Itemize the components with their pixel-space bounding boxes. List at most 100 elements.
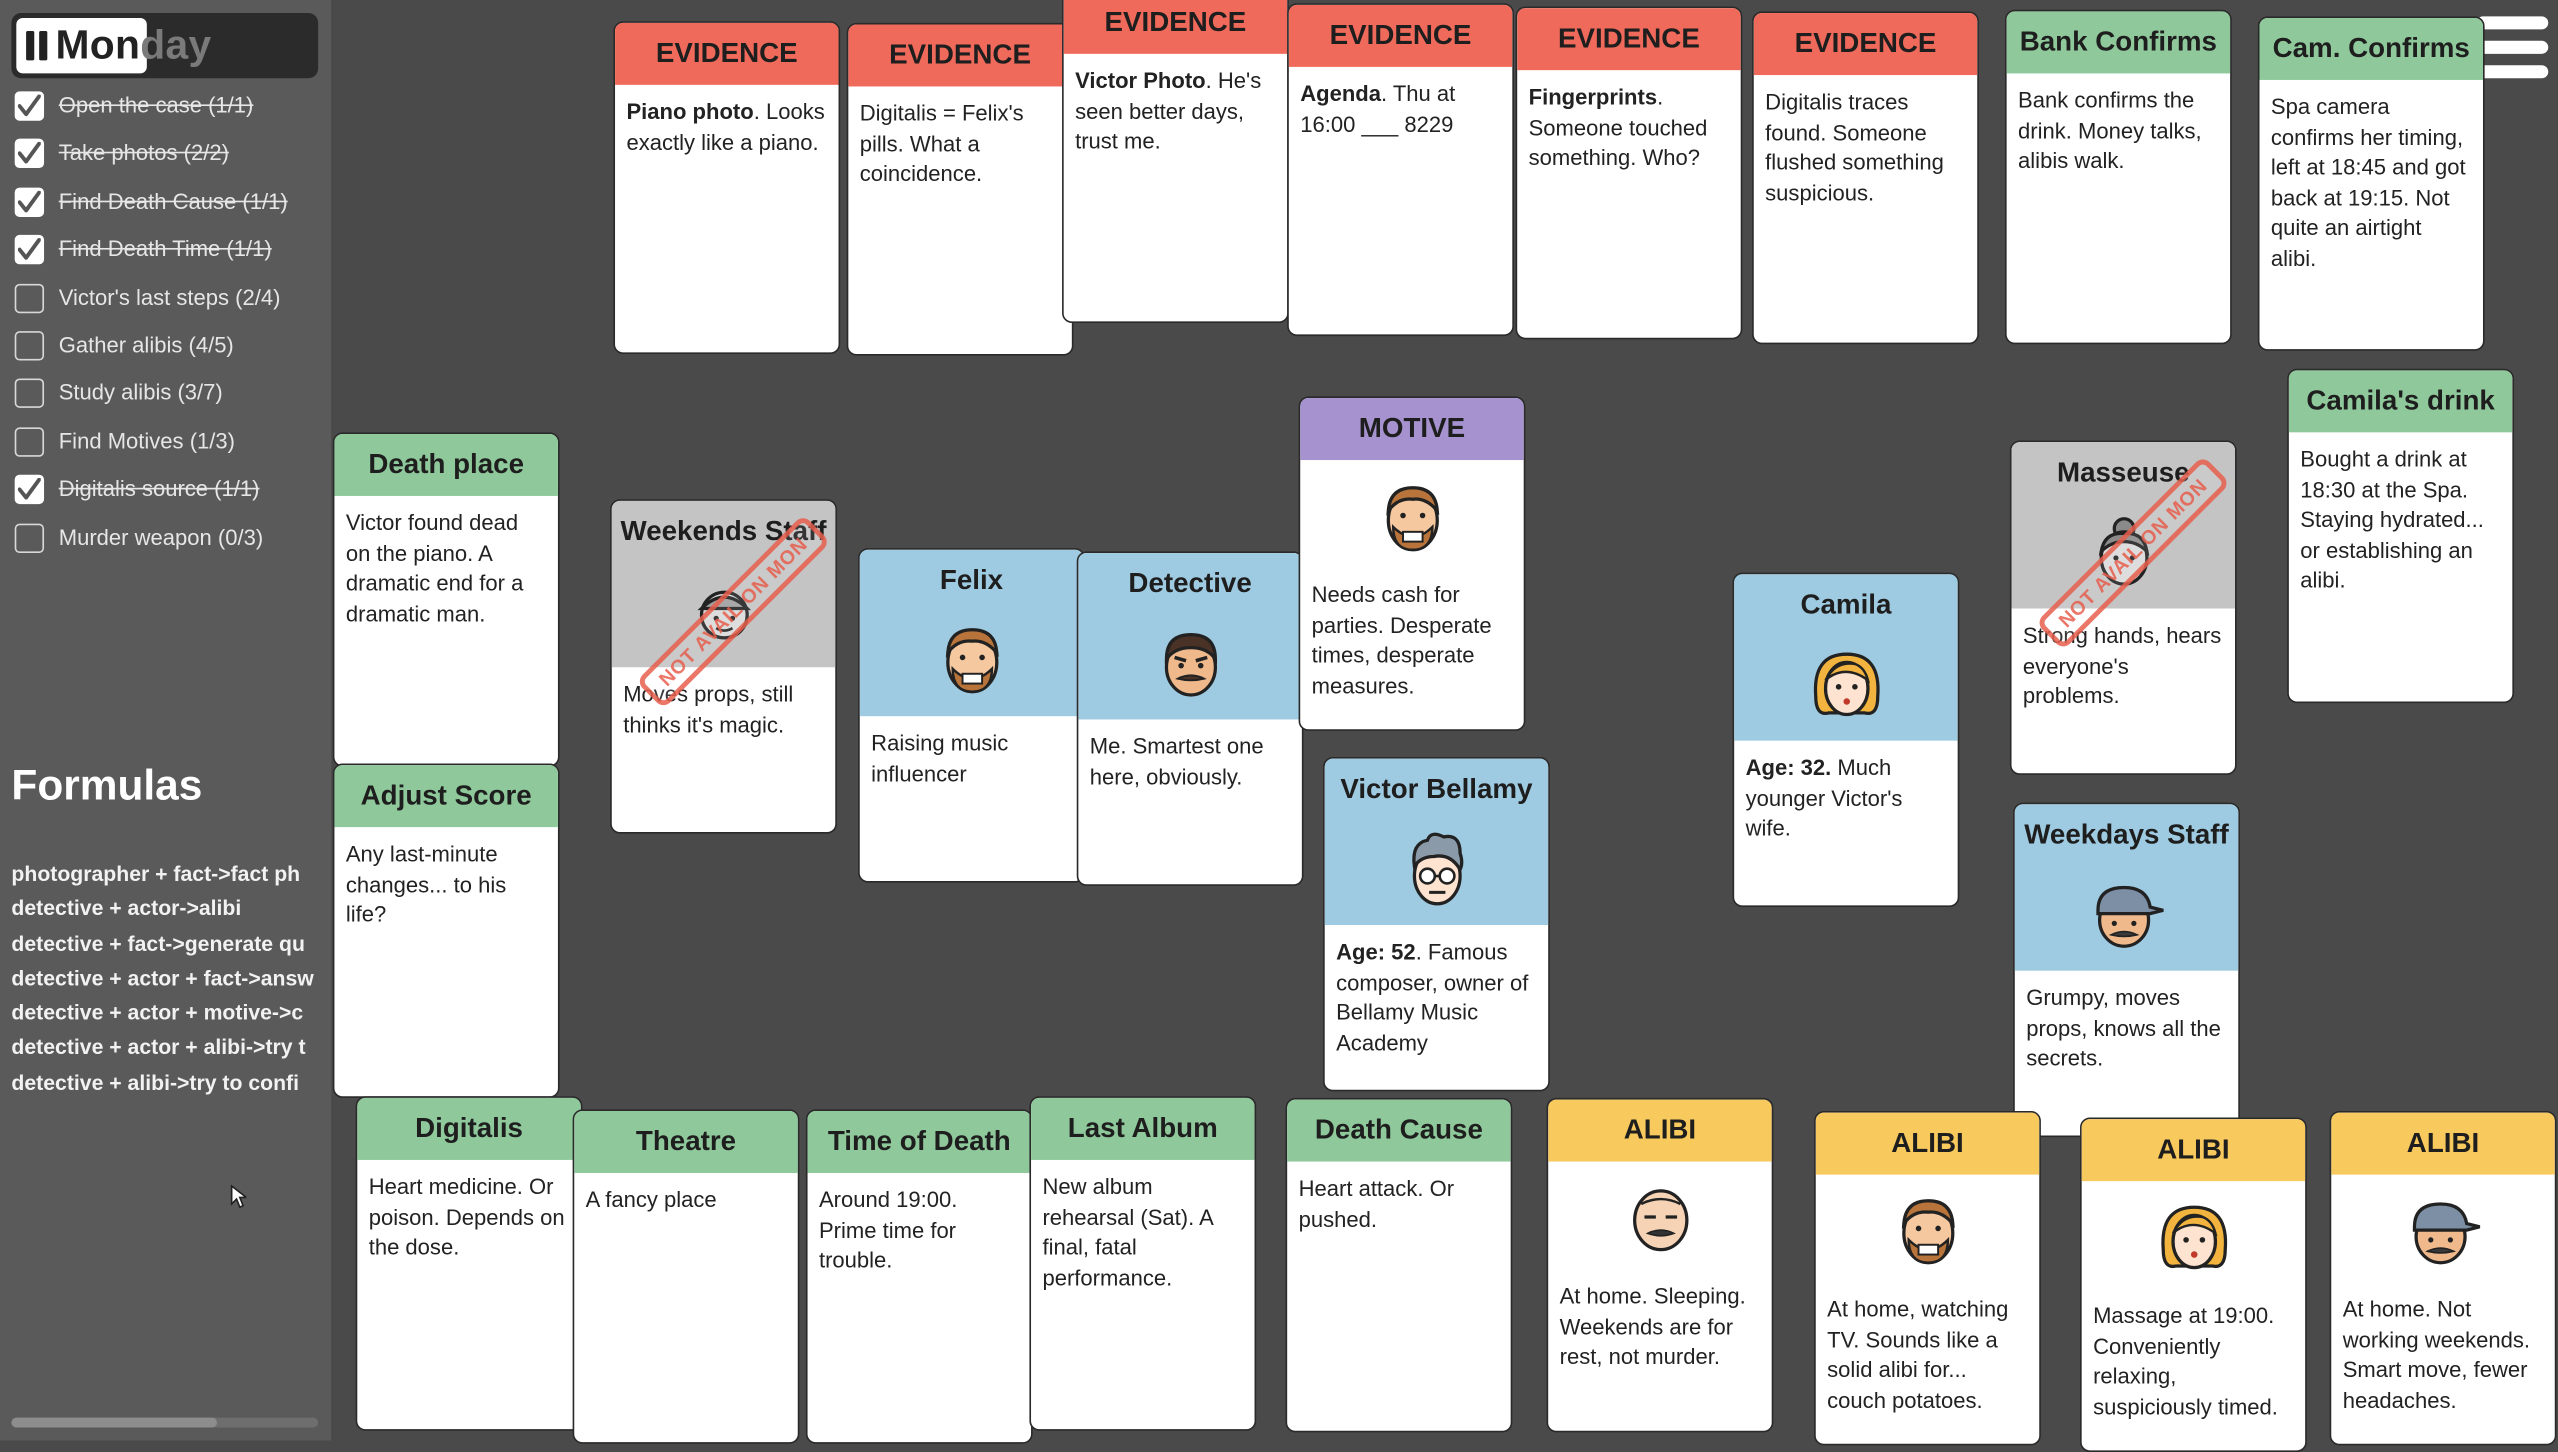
objective-item[interactable]: Find Death Cause (1/1) [14, 186, 325, 234]
card-text-bold: Piano photo [626, 99, 754, 124]
character-card-weekdays-staff[interactable]: Weekdays Staff Grumpy, moves props, know… [2013, 802, 2240, 1138]
card-title: Felix [939, 564, 1004, 596]
objective-item[interactable]: Digitalis source (1/1) [14, 473, 325, 521]
character-card-victor-bellamy[interactable]: Victor Bellamy Age: 52. Famous composer,… [1323, 756, 1550, 1092]
detective-portrait-icon [1078, 615, 1302, 713]
card-text: Moves props, still thinks it's magic. [623, 681, 794, 737]
masseuse-portrait-icon [2012, 504, 2236, 602]
card-portrait-area: Felix [859, 549, 1084, 717]
checkbox-unchecked[interactable] [14, 283, 45, 313]
character-card-masseuse[interactable]: Masseuse Strong hands, hears everyone's … [2009, 440, 2237, 775]
card-text: Heart medicine. Or poison. Depends on th… [368, 1174, 565, 1260]
card-text-bold: Fingerprints [1528, 84, 1658, 110]
fact-card-digitalis[interactable]: Digitalis Heart medicine. Or poison. Dep… [355, 1096, 583, 1431]
card-text: Me. Smartest one here, obviously. [1089, 734, 1264, 789]
card-portrait-area: Detective [1078, 553, 1302, 720]
fact-card-adjust-score[interactable]: Adjust Score Any last-minute changes... … [332, 763, 560, 1098]
character-card-camila[interactable]: Camila Age: 32. Much younger Victor's wi… [1732, 572, 1960, 908]
checkbox-checked[interactable] [14, 474, 45, 505]
card-text: Piano photo. Looks exactly like a piano. [615, 85, 839, 172]
card-text: New album rehearsal (Sat). A final, fata… [1042, 1174, 1213, 1291]
card-text: Grumpy, moves props, knows all the secre… [2026, 985, 2221, 1071]
fact-card-camilas-drink[interactable]: Camila's drink Bought a drink at 18:30 a… [2287, 368, 2514, 704]
alibi-card-weekdays-staff[interactable]: ALIBI At home. Not working weekends. Sma… [2329, 1110, 2557, 1446]
pause-icon[interactable] [26, 30, 49, 61]
formula-item: detective + actor + motive->c [11, 1000, 304, 1025]
objective-item[interactable]: Victor's last steps (2/4) [14, 282, 325, 330]
checkbox-checked[interactable] [14, 139, 45, 169]
evidence-card-digitalis-traces[interactable]: EVIDENCE Digitalis traces found. Someone… [1752, 11, 1979, 345]
card-portrait-area: Camila [1734, 574, 1958, 741]
card-text: Age: 32. Much younger Victor's wife. [1734, 741, 1958, 858]
evidence-card-agenda[interactable]: EVIDENCE Agenda. Thu at 16:00 ___ 8229 [1287, 3, 1514, 337]
checkbox-unchecked[interactable] [14, 331, 45, 361]
sidebar-scrollbar[interactable] [11, 1417, 319, 1428]
fact-card-last-album[interactable]: Last Album New album rehearsal (Sat). A … [1029, 1096, 1257, 1431]
checkmark-icon [17, 190, 41, 213]
evidence-card-fingerprints[interactable]: EVIDENCE Fingerprints. Someone touched s… [1515, 6, 1743, 340]
checkbox-unchecked[interactable] [14, 379, 45, 409]
objective-item[interactable]: Murder weapon (0/3) [14, 521, 325, 569]
card-text: Fingerprints. Someone touched something.… [1517, 70, 1741, 187]
card-text: Spa camera confirms her timing, left at … [2270, 94, 2466, 271]
card-text-bold: Age: 52 [1336, 939, 1416, 965]
fact-card-cam-confirms[interactable]: Cam. Confirms Spa camera confirms her ti… [2257, 16, 2485, 351]
card-text-bold: Agenda [1300, 81, 1382, 107]
checkbox-unchecked[interactable] [14, 522, 45, 553]
checkbox-checked[interactable] [14, 91, 45, 121]
fact-card-time-of-death[interactable]: Time of Death Around 19:00. Prime time f… [805, 1109, 1033, 1444]
card-text: Any last-minute changes... to his life? [345, 841, 507, 927]
card-text-rest: . Someone touched something. Who? [1528, 84, 1708, 170]
day-toggle[interactable]: Monday [11, 13, 319, 79]
card-title: EVIDENCE [1517, 8, 1741, 71]
alibi-card-felix[interactable]: ALIBI At home, watching TV. Sounds like … [1814, 1110, 2041, 1446]
staff-portrait-icon [2015, 866, 2239, 964]
objective-item[interactable]: Find Death Time (1/1) [14, 234, 325, 282]
evidence-card-piano-photo[interactable]: EVIDENCE Piano photo. Looks exactly like… [613, 21, 841, 355]
card-text: Digitalis = Felix's pills. What a coinci… [859, 101, 1024, 187]
card-title: EVIDENCE [1288, 4, 1513, 67]
checkbox-checked[interactable] [14, 235, 45, 265]
card-title: Weekdays Staff [2024, 818, 2229, 850]
character-card-detective[interactable]: Detective Me. Smartest one here, obvious… [1076, 551, 1304, 886]
checkbox-checked[interactable] [14, 187, 45, 217]
felix-portrait-icon [1300, 460, 1524, 577]
fact-card-bank-confirms[interactable]: Bank Confirms Bank confirms the drink. M… [2004, 9, 2232, 345]
checkbox-unchecked[interactable] [14, 426, 45, 457]
formulas-list: photographer + fact->fact ph detective +… [11, 860, 318, 1103]
card-title: Weekends Staff [620, 515, 827, 547]
evidence-card-victor-photo[interactable]: EVIDENCE Victor Photo. He's seen better … [1062, 0, 1289, 324]
evidence-card-digitalis-pills[interactable]: EVIDENCE Digitalis = Felix's pills. What… [846, 22, 1074, 356]
card-title: Last Album [1031, 1097, 1255, 1160]
card-text: Digitalis traces found. Someone flushed … [1765, 89, 1944, 206]
alibi-card-camila[interactable]: ALIBI Massage at 19:00. Conveniently rel… [2080, 1117, 2307, 1452]
fact-card-death-place[interactable]: Death place Victor found dead on the pia… [332, 432, 560, 767]
objective-item[interactable]: Study alibis (3/7) [14, 377, 325, 425]
objective-item[interactable]: Gather alibis (4/5) [14, 329, 325, 377]
objective-item[interactable]: Open the case (1/1) [14, 90, 325, 138]
mouse-cursor-icon [230, 1184, 247, 1209]
objectives-checklist: Open the case (1/1) Take photos (2/2) Fi… [14, 90, 325, 569]
character-card-felix[interactable]: Felix Raising music influencer [858, 548, 1085, 883]
staff-portrait-icon [2331, 1175, 2555, 1289]
card-title: Cam. Confirms [2259, 17, 2483, 80]
objective-item[interactable]: Find Motives (1/3) [14, 425, 325, 473]
card-portrait-area: Weekends Staff [611, 500, 836, 668]
card-title: ALIBI [2081, 1119, 2306, 1182]
card-title: ALIBI [2331, 1112, 2555, 1175]
character-card-weekends-staff[interactable]: Weekends Staff Moves props, still thinks… [610, 499, 837, 834]
motive-card[interactable]: MOTIVE Needs cash for parties. Desperate… [1298, 396, 1526, 731]
card-title: Theatre [574, 1110, 798, 1173]
scrollbar-thumb[interactable] [11, 1417, 217, 1428]
fact-card-theatre[interactable]: Theatre A fancy place [572, 1109, 800, 1444]
alibi-card-weekends-staff[interactable]: ALIBI At home. Sleeping. Weekends are fo… [1546, 1097, 1774, 1433]
card-text: Needs cash for parties. Desperate times,… [1311, 582, 1492, 698]
card-text: A fancy place [585, 1187, 717, 1213]
fact-card-death-cause[interactable]: Death Cause Heart attack. Or pushed. [1285, 1097, 1513, 1433]
objective-item[interactable]: Take photos (2/2) [14, 138, 325, 186]
hamburger-menu-icon[interactable] [2476, 16, 2549, 81]
felix-portrait-icon [860, 612, 1084, 710]
card-title: Time of Death [807, 1110, 1032, 1173]
card-title: Victor Bellamy [1340, 773, 1533, 805]
